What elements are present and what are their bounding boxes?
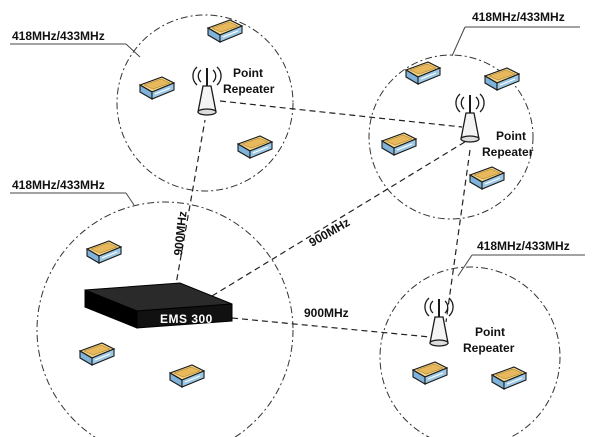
zone-bottom-right-circle	[379, 266, 561, 437]
link-label-vertical: 900MHz	[171, 210, 190, 256]
freq-label-bottom-right: 418MHz/433MHz	[457, 239, 585, 277]
freq-label-top-right: 418MHz/433MHz	[451, 10, 580, 57]
sensor-icon	[86, 240, 122, 264]
link-label-horizontal: 900MHz	[304, 306, 349, 320]
freq-text-bottom-left: 418MHz/433MHz	[12, 178, 105, 192]
sensor-icon	[412, 361, 448, 385]
freq-label-top-left: 418MHz/433MHz	[10, 29, 141, 58]
repeater-top-right: Point Repeater	[454, 93, 534, 159]
ems-controller: EMS 300	[84, 282, 233, 329]
antenna-icon	[191, 66, 223, 116]
freq-label-bottom-left: 418MHz/433MHz	[10, 178, 135, 206]
sensor-icon	[484, 67, 520, 91]
repeater-bottom-right: Point Repeater	[423, 297, 515, 355]
sensor-icon	[237, 135, 273, 159]
sensor-icon	[207, 19, 243, 43]
zone-bottom-left-circle	[36, 201, 294, 437]
sensor-icon	[169, 364, 205, 388]
freq-text-top-left: 418MHz/433MHz	[12, 29, 105, 43]
repeater-top-left-label-2: Repeater	[223, 82, 275, 96]
sensor-icon	[405, 61, 441, 85]
repeater-top-left-label-1: Point	[233, 66, 263, 80]
link-top-left-to-top-right	[219, 100, 463, 128]
sensor-icon	[79, 342, 115, 366]
freq-text-bottom-right: 418MHz/433MHz	[477, 239, 570, 253]
repeater-bottom-right-label-2: Repeater	[463, 341, 515, 355]
repeater-bottom-right-label-1: Point	[475, 325, 505, 339]
zone-top-right-circle	[368, 54, 534, 220]
repeater-top-right-label-2: Repeater	[482, 145, 534, 159]
antenna-icon	[423, 297, 455, 347]
zone-top-left-circle	[116, 14, 294, 192]
repeater-top-right-label-1: Point	[496, 129, 526, 143]
repeater-top-left: Point Repeater	[191, 66, 275, 116]
link-ems-to-top-left	[174, 119, 206, 291]
link-ems-to-bottom-right	[231, 317, 431, 338]
sensor-icon	[469, 166, 505, 190]
freq-text-top-right: 418MHz/433MHz	[472, 10, 565, 24]
sensor-icon	[139, 76, 175, 100]
ems-controller-label: EMS 300	[160, 312, 213, 326]
antenna-icon	[454, 93, 486, 143]
sensor-icon	[381, 132, 417, 156]
link-label-diagonal: 900MHz	[307, 215, 353, 249]
sensor-icon	[491, 366, 527, 390]
link-top-right-to-bottom-right	[445, 149, 471, 323]
